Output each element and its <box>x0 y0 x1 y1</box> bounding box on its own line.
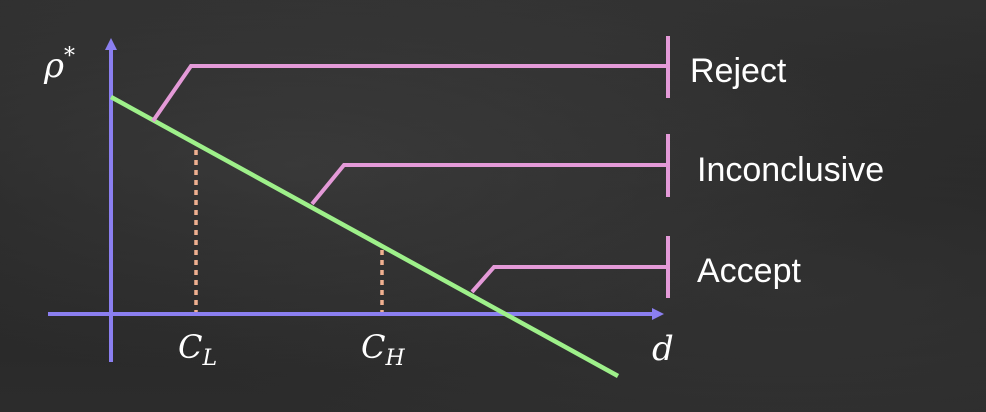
y-axis-label: ρ* <box>43 44 75 86</box>
accept-label: Accept <box>697 252 801 290</box>
inconclusive-label: Inconclusive <box>697 151 884 189</box>
cl-label: CL <box>178 328 217 371</box>
ch-label: CH <box>361 328 405 371</box>
inconclusive-bracket <box>310 163 668 206</box>
accept-bracket <box>470 265 668 294</box>
reject-label: Reject <box>690 52 787 90</box>
decision-line <box>109 95 620 378</box>
x-axis-label: d <box>652 329 674 369</box>
reject-bracket <box>151 64 668 123</box>
